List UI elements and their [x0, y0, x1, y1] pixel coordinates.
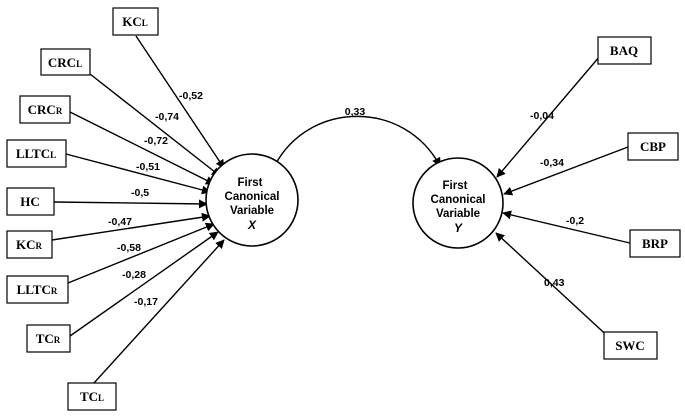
left-arrows — [51, 35, 225, 384]
x-label-line1: First — [238, 177, 263, 189]
indicator-brp-label: BRP — [642, 236, 668, 251]
correlation-value: 0,33 — [345, 106, 366, 118]
svg-text:KCL: KCL — [122, 14, 148, 29]
indicator-baq: BAQ — [597, 36, 652, 65]
arrow-hc-to-x — [53, 199, 208, 209]
indicator-kcr: KCR — [6, 230, 53, 259]
coef-cbp: -0,34 — [540, 157, 564, 169]
indicator-brp: BRP — [629, 229, 681, 258]
indicator-tcl: TCL — [67, 382, 117, 411]
indicator-lltcr-sub: R — [51, 286, 58, 296]
correlation-arrow — [267, 115, 441, 175]
indicator-lltcl: LLTCL — [6, 139, 67, 168]
indicator-cbp: CBP — [627, 132, 679, 161]
svg-text:CRCL: CRCL — [48, 55, 82, 70]
indicator-kcr-sub: R — [36, 241, 43, 251]
coef-crcr: -0,72 — [144, 135, 168, 147]
coef-kcr: -0,47 — [108, 216, 132, 228]
indicator-crcr-main: CRC — [28, 102, 56, 117]
latent-variable-x: First Canonical Variable X — [205, 153, 299, 247]
coef-tcr: -0,28 — [122, 269, 146, 281]
indicator-hc-main: HC — [20, 194, 40, 209]
coef-baq: -0,04 — [530, 110, 554, 122]
svg-text:TCR: TCR — [36, 331, 61, 346]
indicator-lltcl-sub: L — [50, 150, 56, 160]
indicator-tcl-sub: L — [98, 393, 104, 403]
coef-hc: -0,5 — [131, 187, 149, 199]
arrow-crcl-to-x — [89, 73, 221, 177]
indicator-tcr-sub: R — [54, 335, 61, 345]
indicator-crcr-sub: R — [56, 106, 63, 116]
coef-tcl: -0,17 — [134, 296, 158, 308]
arrow-kcl-to-x — [135, 35, 225, 169]
indicator-crcl-main: CRC — [48, 55, 76, 70]
x-label-letter: X — [247, 218, 257, 232]
indicator-crcl: CRCL — [40, 48, 91, 76]
indicator-hc: HC — [6, 187, 55, 216]
indicator-swc-label: SWC — [615, 338, 645, 353]
indicator-tcr: TCR — [26, 324, 71, 353]
arrow-baq-to-y — [496, 55, 601, 178]
indicator-crcr: CRCR — [19, 95, 71, 124]
coef-swc: 0,43 — [544, 277, 565, 289]
y-label-line3: Variable — [436, 208, 480, 220]
latent-variable-y: First Canonical Variable Y — [412, 157, 504, 249]
coef-kcl: -0,52 — [179, 90, 203, 102]
arrow-lltcr-to-x — [67, 222, 215, 284]
coef-crcl: -0,74 — [155, 111, 179, 123]
indicator-cbp-label: CBP — [640, 139, 666, 154]
coef-brp: -0,2 — [566, 215, 584, 227]
svg-text:TCL: TCL — [80, 389, 104, 404]
arrow-kcr-to-x — [51, 212, 211, 241]
right-arrows — [495, 55, 635, 343]
arrow-cbp-to-y — [503, 146, 629, 196]
indicator-swc: SWC — [603, 331, 658, 360]
svg-text:LLTCR: LLTCR — [17, 282, 58, 297]
arrow-brp-to-y — [502, 210, 635, 245]
svg-text:KCR: KCR — [16, 237, 43, 252]
arrow-crcr-to-x — [69, 111, 215, 185]
indicator-lltcr: LLTCR — [6, 275, 69, 304]
svg-text:CRCR: CRCR — [28, 102, 63, 117]
svg-text:HC: HC — [20, 194, 40, 209]
indicator-tcr-main: TC — [36, 331, 54, 346]
y-label-line2: Canonical — [431, 194, 486, 206]
indicator-baq-label: BAQ — [610, 43, 638, 58]
indicator-kcl: KCL — [112, 7, 159, 36]
coef-lltcl: -0,51 — [136, 161, 160, 173]
x-label-line3: Variable — [230, 205, 274, 217]
arrow-swc-to-y — [495, 232, 615, 343]
x-label-line2: Canonical — [225, 191, 280, 203]
arrow-tcr-to-x — [69, 231, 219, 337]
arrow-lltcl-to-x — [65, 153, 211, 195]
coef-lltcr: -0,58 — [117, 242, 141, 254]
arrow-tcl-to-x — [93, 239, 225, 384]
indicator-kcl-sub: L — [142, 18, 148, 28]
indicator-lltcr-main: LLTC — [17, 282, 51, 297]
svg-text:LLTCL: LLTCL — [16, 146, 56, 161]
indicator-lltcl-main: LLTC — [16, 146, 50, 161]
indicator-kcr-main: KC — [16, 237, 36, 252]
indicator-kcl-main: KC — [122, 14, 142, 29]
indicator-tcl-main: TC — [80, 389, 98, 404]
y-label-letter: Y — [454, 221, 463, 235]
indicator-crcl-sub: L — [76, 59, 82, 69]
y-label-line1: First — [443, 180, 468, 192]
